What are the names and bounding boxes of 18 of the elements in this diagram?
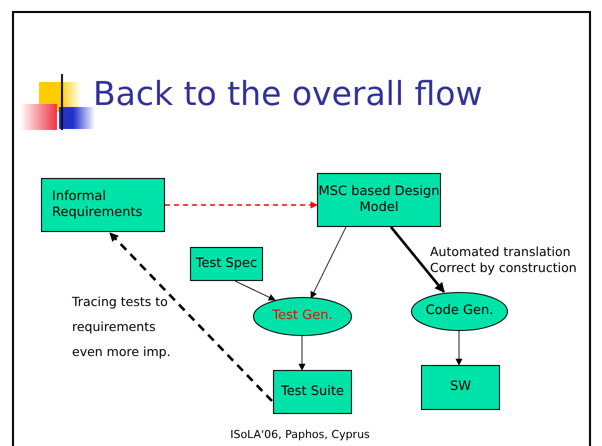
process-box: Test Spec (190, 247, 263, 281)
arrow (165, 202, 318, 208)
process-ellipse: Test Gen. (253, 297, 352, 336)
process-ellipse: Code Gen. (411, 292, 508, 331)
slide-title: Back to the overall flow (93, 74, 482, 113)
arrow (310, 226, 346, 299)
arrow (390, 226, 445, 293)
arrow (109, 232, 273, 402)
footer-text: ISoLA'06, Paphos, Cyprus (229, 428, 371, 442)
arrow (234, 280, 276, 300)
arrow (298, 336, 306, 371)
note-text: Tracing tests to requirements even more imp. (72, 293, 172, 361)
process-box: MSC based Design Model (317, 173, 441, 227)
process-box: Test Suite (273, 370, 352, 414)
process-box: Informal Requirements (41, 178, 165, 232)
edge-label: Automated translation Correct by construction (430, 244, 578, 276)
process-box: SW (421, 365, 500, 410)
arrow (456, 330, 462, 366)
